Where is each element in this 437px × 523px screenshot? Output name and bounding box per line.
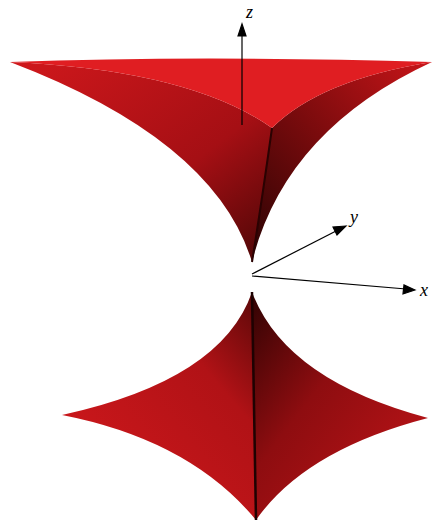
axis-label: x (420, 281, 428, 299)
z-axis (241, 32, 242, 125)
axes (238, 24, 415, 294)
x-arrowhead (403, 285, 415, 294)
y-arrowhead (333, 226, 346, 235)
lower-crease (252, 292, 256, 520)
z-arrowhead (238, 24, 246, 36)
axis-label: y (350, 208, 358, 226)
lower-right-face (252, 292, 428, 520)
y-axis (252, 230, 338, 274)
upper-sheet (10, 59, 432, 263)
lower-left-face (62, 292, 256, 520)
axis-label: z (246, 3, 253, 21)
lower-sheet (62, 292, 428, 520)
upper-crease (252, 128, 272, 262)
x-axis (252, 276, 406, 289)
upper-rim (10, 59, 432, 129)
